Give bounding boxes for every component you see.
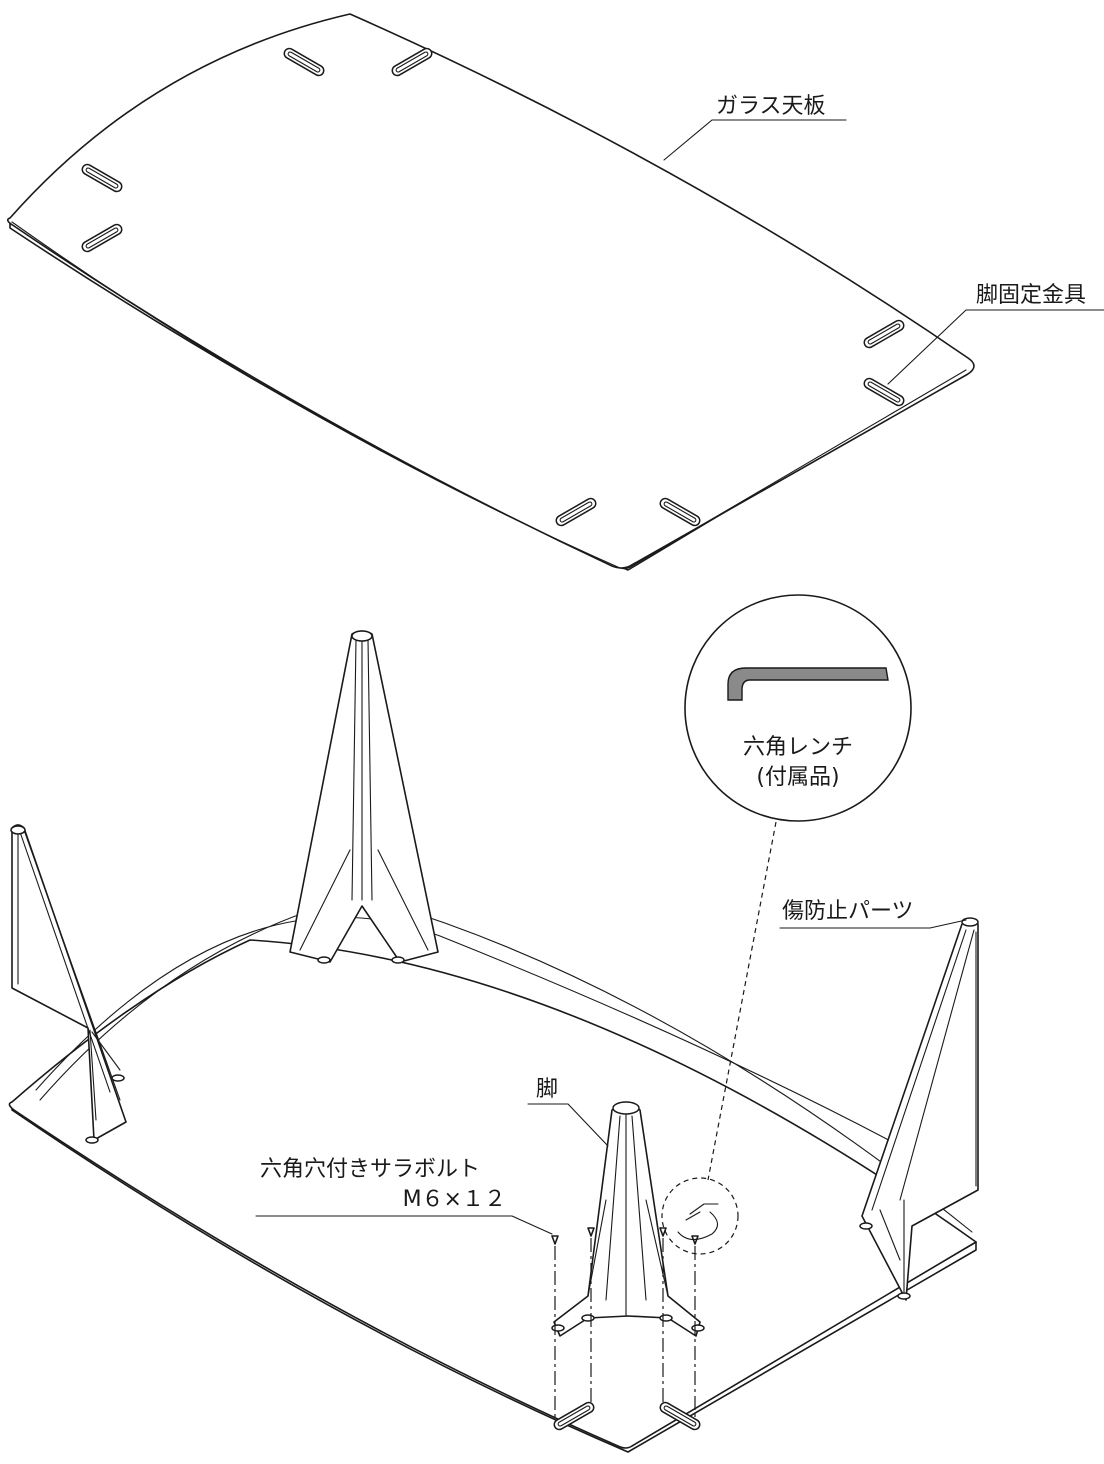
slot <box>659 1401 701 1431</box>
slot <box>863 377 905 407</box>
leg-bracket-callout: 脚固定金具 <box>887 283 1104 385</box>
leg-right <box>859 917 979 1301</box>
slot <box>659 497 701 527</box>
glass-top-leader <box>663 119 847 161</box>
leg-bracket-label: 脚固定金具 <box>976 283 1086 308</box>
slot <box>283 47 325 77</box>
hex-wrench-icon <box>727 667 889 701</box>
glass-top <box>6 13 975 571</box>
slot <box>863 319 905 349</box>
wrench-turn-indicator <box>661 1177 739 1255</box>
leg-callout: 脚 <box>527 1077 609 1147</box>
lower-plate-face <box>8 939 977 1449</box>
glass-top-callout: ガラス天板 <box>663 94 847 161</box>
protector-leader <box>779 919 967 929</box>
glass-top-label: ガラス天板 <box>716 94 826 119</box>
leg-leader <box>527 1103 609 1147</box>
upper-plate-outline-2 <box>35 916 901 1147</box>
bolt <box>587 1227 595 1237</box>
bolt-callout: 六角穴付きサラボルト M６×１２ <box>255 1157 553 1235</box>
wrench-dashed-leader <box>707 821 777 1181</box>
slot <box>391 47 433 77</box>
detail-circle <box>684 594 912 822</box>
hex-wrench-label-1: 六角レンチ <box>743 735 853 760</box>
leg-front <box>551 1101 705 1337</box>
slot <box>553 1401 595 1431</box>
slot <box>555 497 597 527</box>
slot <box>81 223 123 253</box>
alignment-lines <box>554 1238 696 1420</box>
table-assembly <box>8 630 979 1453</box>
hex-wrench-detail: 六角レンチ (付属品) <box>684 594 912 1181</box>
protector-callout: 傷防止パーツ <box>779 899 967 929</box>
leg-bracket-leader <box>887 309 1104 385</box>
bolt <box>659 1227 667 1237</box>
leg-back <box>289 630 439 964</box>
bolt-label-1: 六角穴付きサラボルト <box>260 1157 480 1182</box>
bolt-label-2: M６×１２ <box>403 1187 506 1212</box>
glass-top-face <box>6 13 975 569</box>
bolt-leader <box>255 1215 553 1235</box>
protector-label: 傷防止パーツ <box>782 899 914 924</box>
lower-slots <box>553 1401 701 1431</box>
leg-left <box>10 824 127 1144</box>
bolt <box>551 1235 559 1245</box>
hex-wrench-label-2: (付属品) <box>756 765 839 790</box>
glass-top-bevel <box>11 221 967 570</box>
leg-label: 脚 <box>536 1077 558 1102</box>
